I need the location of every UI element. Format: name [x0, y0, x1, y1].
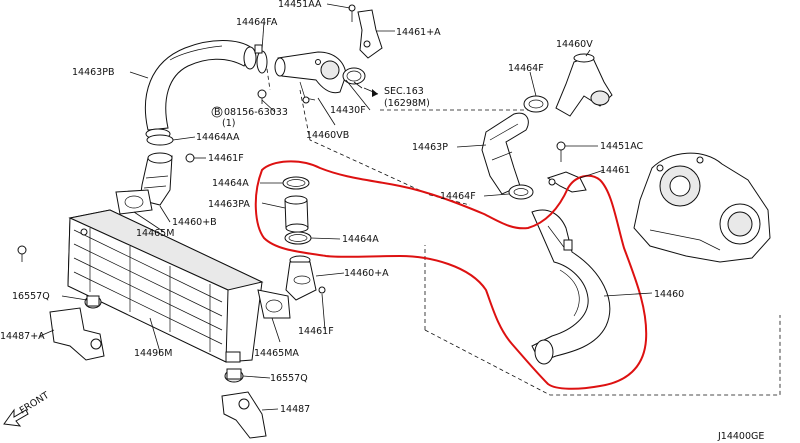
gasket-14465m: [115, 189, 153, 215]
clamp-14464fa: [254, 44, 268, 74]
label-14464f-2: 14464F: [440, 191, 476, 202]
sec-arrow-icon: [363, 87, 379, 97]
front-label: FRONT: [18, 390, 52, 417]
leader-lines: [39, 3, 653, 411]
label-14463pb: 14463PB: [72, 67, 114, 78]
label-08156-qty: (1): [222, 118, 235, 129]
clamp-14464a-1: [282, 176, 310, 190]
hose-14463pa: [284, 195, 309, 233]
bracket-14487a: [49, 307, 105, 361]
label-08156: 08156-63033: [224, 107, 288, 118]
label-14460b: 14460+B: [172, 217, 217, 228]
label-14460: 14460: [654, 289, 684, 300]
label-14461f-bot: 14461F: [298, 326, 334, 337]
bracket-14461: [546, 171, 587, 193]
label-14460a: 14460+A: [344, 268, 389, 279]
clamp-14464aa: [146, 134, 174, 146]
label-14430f: 14430F: [330, 105, 366, 116]
label-14463p: 14463P: [412, 142, 448, 153]
part-labels: 14451AA 14464FA 14461+A 14463PB SEC.163 …: [0, 0, 684, 415]
label-16557q-2: 16557Q: [270, 373, 308, 384]
label-14465ma: 14465MA: [254, 348, 299, 359]
bolt-left: [17, 245, 27, 262]
pipe-14463pb: [144, 40, 257, 140]
pipe-14460: [531, 209, 611, 365]
elbow-14460vb: [274, 51, 347, 104]
label-14451aa: 14451AA: [278, 0, 322, 10]
gasket-14465ma: [257, 289, 291, 319]
tube-14460v: [555, 53, 613, 117]
label-14461f-top: 14461F: [208, 153, 244, 164]
label-14461: 14461: [600, 165, 630, 176]
label-14464f-1: 14464F: [508, 63, 544, 74]
clamp-sec163: [342, 67, 366, 85]
clamp-14464a-2: [284, 231, 312, 245]
clamp-14464f-1: [523, 95, 549, 113]
grommet-16557q-1: [84, 295, 102, 309]
label-14463pa: 14463PA: [208, 199, 250, 210]
label-14460v: 14460V: [556, 39, 593, 50]
diagram-code: J14400GE: [717, 431, 764, 442]
bracket-14487: [221, 391, 267, 439]
grommet-16557q-2: [224, 368, 244, 383]
hose-14463p: [481, 112, 529, 195]
label-14487a: 14487+A: [0, 331, 45, 342]
bracket-14461a-top: [348, 4, 383, 59]
label-14464a-2: 14464A: [342, 234, 379, 245]
bolt-14451ac: [556, 141, 566, 162]
highlight-outline: [254, 160, 648, 390]
label-sec163-sub: (16298M): [384, 98, 430, 109]
label-14460vb: 14460VB: [306, 130, 349, 141]
svg-text:B: B: [214, 107, 221, 118]
clamp-14464f-2: [508, 184, 534, 200]
intercooler-14496m: [67, 209, 264, 363]
label-14465m: 14465M: [136, 228, 174, 239]
label-14464a-1: 14464A: [212, 178, 249, 189]
label-14464fa: 14464FA: [236, 17, 278, 28]
front-arrow-icon: [3, 408, 29, 427]
turbocharger: [633, 152, 771, 263]
label-16557q-1: 16557Q: [12, 291, 50, 302]
label-14496m: 14496M: [134, 348, 172, 359]
label-14451ac: 14451AC: [600, 141, 644, 152]
label-sec163: SEC.163: [384, 86, 424, 97]
label-14461a-top: 14461+A: [396, 27, 441, 38]
tube-14460a: [285, 255, 326, 301]
bolt-08156: B: [211, 89, 267, 118]
label-14464aa: 14464AA: [196, 132, 240, 143]
label-14487: 14487: [280, 404, 310, 415]
